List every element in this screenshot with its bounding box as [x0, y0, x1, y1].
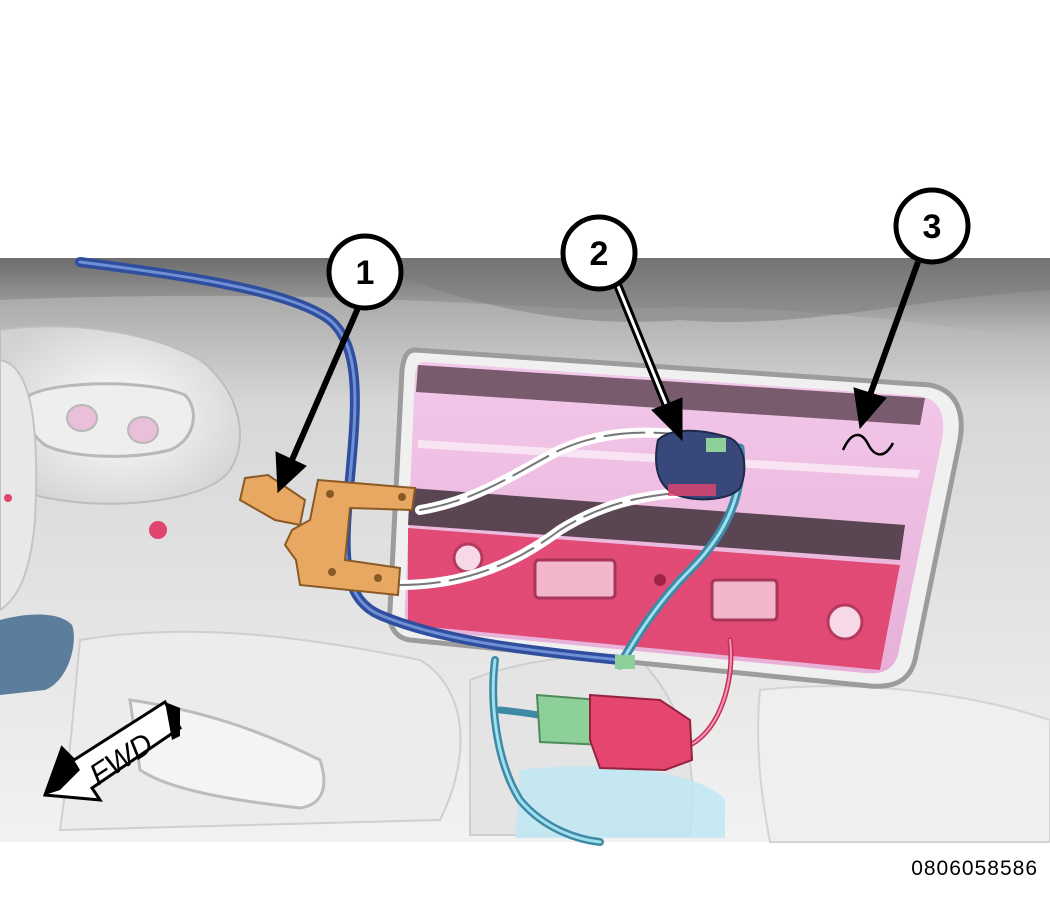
callout-2-label: 2 — [590, 235, 609, 273]
callout-1: 1 — [326, 233, 404, 311]
callout-3-label: 3 — [923, 208, 942, 246]
callout-2: 2 — [560, 214, 638, 292]
leader-arrow-3 — [867, 260, 921, 397]
harness-connectors — [535, 655, 694, 772]
arrowhead-1 — [275, 451, 307, 494]
leader-arrow-1 — [289, 306, 361, 462]
leader-arrows — [275, 260, 921, 494]
callout-1-label: 1 — [356, 254, 375, 292]
panel-opening — [387, 347, 964, 689]
arrowhead-3 — [853, 387, 887, 430]
electrical-connector — [655, 429, 746, 501]
callout-3: 3 — [893, 187, 971, 265]
wave-marker — [841, 433, 895, 456]
arrowhead-2 — [651, 397, 683, 442]
figure-id: 0806058586 — [911, 857, 1038, 880]
mounting-bracket — [238, 473, 417, 597]
